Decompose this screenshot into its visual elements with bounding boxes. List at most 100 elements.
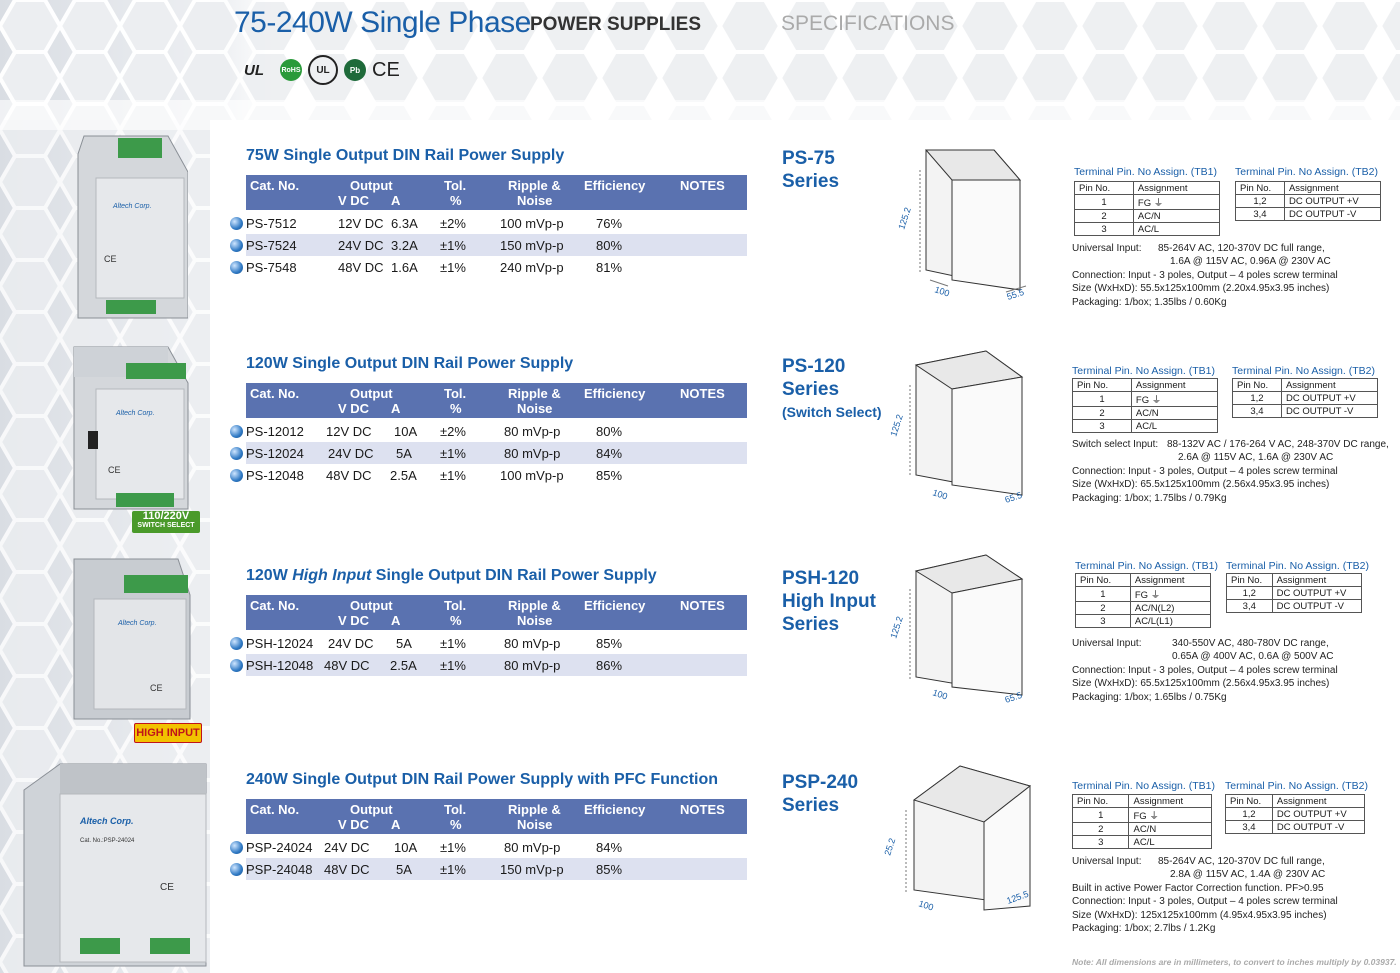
product-image-psh-120: Altech Corp. CE	[73, 558, 191, 720]
bullet-icon	[230, 239, 243, 252]
pin-assign: FG ⏚	[1130, 391, 1219, 407]
cell-amps: 6.3A	[391, 216, 418, 231]
dim-depth: 55.5	[1006, 287, 1026, 302]
col-vdc: V DC	[338, 613, 370, 628]
col-efficiency: Efficiency	[584, 802, 646, 817]
pin-no: 2	[1074, 209, 1134, 223]
pin-assign: DC OUTPUT -V	[1271, 820, 1366, 834]
bullet-icon	[230, 637, 243, 650]
pin-no: 3,4	[1225, 820, 1273, 834]
spec-value: 340-550V AC, 480-780V DC range,	[1172, 638, 1329, 649]
cell-vdc: 24V DC	[338, 238, 384, 253]
pin-no: 1	[1074, 194, 1134, 210]
spec-line: Packaging: 1/box; 2.7lbs / 1.2Kg	[1072, 923, 1216, 935]
section-title-watt: 120W	[246, 567, 288, 584]
col-output: Output	[350, 386, 393, 401]
svg-text:Altech Corp.: Altech Corp.	[117, 620, 157, 627]
cell-amps: 10A	[394, 424, 418, 439]
cell-ripple: 100 mVp-p	[500, 216, 564, 231]
spec-value: 2.6A @ 115V AC, 1.6A @ 230V AC	[1178, 452, 1334, 464]
dim-height: 25.2	[882, 837, 897, 857]
pin-assign: DC OUTPUT +V	[1271, 586, 1363, 600]
pin-header: Pin No.	[1232, 378, 1282, 392]
cell-tol: ±1%	[440, 862, 466, 877]
cell-vdc: 12V DC	[326, 424, 372, 439]
series-word: Series	[782, 171, 840, 192]
spec-line: Built in active Power Factor Correction …	[1072, 882, 1324, 894]
page-title: 75-240W Single Phase	[234, 6, 531, 39]
col-output: Output	[350, 598, 393, 613]
spec-label: Universal Input:	[1072, 638, 1142, 649]
switch-select-badge-line2: SWITCH SELECT	[137, 522, 195, 529]
cell-cat: PSH-12048	[246, 658, 314, 673]
tb2-title: Terminal Pin. No Assign. (TB2)	[1232, 365, 1375, 377]
spec-line: Packaging: 1/box; 1.35lbs / 0.60Kg	[1072, 296, 1227, 308]
table-row: PSP-24048 48V DC 5A ±1% 150 mVp-p 85%	[230, 858, 747, 880]
pin-assign: DC OUTPUT -V	[1283, 207, 1382, 221]
pin-assign: DC OUTPUT +V	[1283, 194, 1382, 208]
col-noise: Noise	[517, 817, 553, 832]
bullet-icon	[230, 863, 243, 876]
cell-efficiency: 86%	[596, 658, 623, 673]
pin-assign: AC/N	[1130, 406, 1219, 420]
dimension-diagram-psp-240: 25.2 100 125.5	[882, 765, 1032, 913]
ul-recognized-icon: UL	[244, 61, 264, 79]
series-label-ps-120: PS-120 Series (Switch Select)	[782, 355, 882, 424]
col-cat-no: Cat. No.	[250, 386, 300, 401]
pin-assign: FG ⏚	[1129, 586, 1212, 602]
pin-no: 3	[1075, 614, 1131, 628]
bullet-icon	[230, 841, 243, 854]
dim-width: 100	[917, 898, 934, 912]
spec-table-ps-120: Cat. No. Output V DC A Tol. % Ripple & N…	[230, 383, 747, 486]
spec-line: 1.6A @ 115V AC, 0.96A @ 230V AC	[1072, 255, 1338, 268]
spec-line: 2.6A @ 115V AC, 1.6A @ 230V AC	[1072, 451, 1338, 464]
tb2-title: Terminal Pin. No Assign. (TB2)	[1226, 560, 1369, 572]
section-title-text: Single Output DIN Rail Power Supply with…	[292, 771, 719, 788]
spec-line: Connection: Input - 3 poles, Output – 4 …	[1072, 269, 1338, 281]
cell-vdc: 12V DC	[338, 216, 384, 231]
col-output: Output	[350, 802, 393, 817]
dim-width: 100	[931, 687, 948, 701]
col-amps: A	[391, 193, 401, 208]
specs-block-psp-240: Universal Input:85-264V AC, 120-370V DC …	[1072, 855, 1338, 935]
col-tol: Tol.	[444, 598, 467, 613]
col-pct: %	[450, 401, 462, 416]
cell-tol: ±1%	[440, 468, 466, 483]
pin-assign: AC/L	[1128, 835, 1212, 849]
col-notes: NOTES	[680, 386, 725, 401]
pin-no: 2	[1071, 822, 1130, 836]
svg-text:Cat. No.:PSP-24024: Cat. No.:PSP-24024	[80, 838, 135, 844]
pin-no: 1,2	[1226, 586, 1273, 600]
series-name: PSH-120	[782, 568, 860, 589]
cell-cat: PS-7524	[246, 238, 297, 253]
cell-tol: ±1%	[440, 260, 466, 275]
spec-label: Universal Input:	[1072, 856, 1142, 867]
pin-assign: AC/N(L2)	[1129, 601, 1212, 615]
rohs-icon: RoHS	[280, 59, 302, 81]
section-title-watt: 75W	[246, 147, 279, 164]
cell-efficiency: 84%	[596, 840, 623, 855]
cell-efficiency: 76%	[596, 216, 623, 231]
cell-cat: PS-12012	[246, 424, 304, 439]
series-note: (Switch Select)	[782, 404, 882, 420]
col-ripple: Ripple &	[508, 598, 561, 613]
dimension-diagram-psh-120: 125.2 100 65.5	[888, 554, 1023, 705]
series-name: PS-120	[782, 356, 846, 377]
table-row: PS-7524 24V DC 3.2A ±1% 150 mVp-p 80%	[230, 234, 747, 256]
cell-vdc: 48V DC	[324, 658, 370, 673]
ce-mark-icon: CE	[372, 58, 400, 81]
table-row: PS-12024 24V DC 5A ±1% 80 mVp-p 84%	[230, 442, 747, 464]
col-noise: Noise	[517, 193, 553, 208]
col-pct: %	[450, 817, 462, 832]
table-row: PSP-24024 24V DC 10A ±1% 80 mVp-p 84%	[230, 836, 747, 858]
table-row: PS-12048 48V DC 2.5A ±1% 100 mVp-p 85%	[230, 464, 747, 486]
table-row: PS-12012 12V DC 10A ±2% 80 mVp-p 80%	[230, 420, 747, 442]
cell-vdc: 48V DC	[338, 260, 384, 275]
series-word: Series	[782, 379, 840, 400]
cell-ripple: 240 mVp-p	[500, 260, 564, 275]
pin-assign: AC/N	[1132, 209, 1221, 223]
section-title-psh-120: 120W High Input Single Output DIN Rail P…	[246, 567, 657, 585]
table-header: Cat. No. Output V DC A Tol. % Ripple & N…	[246, 595, 747, 630]
product-image-ps-75: Altech Corp. CE	[77, 135, 188, 319]
